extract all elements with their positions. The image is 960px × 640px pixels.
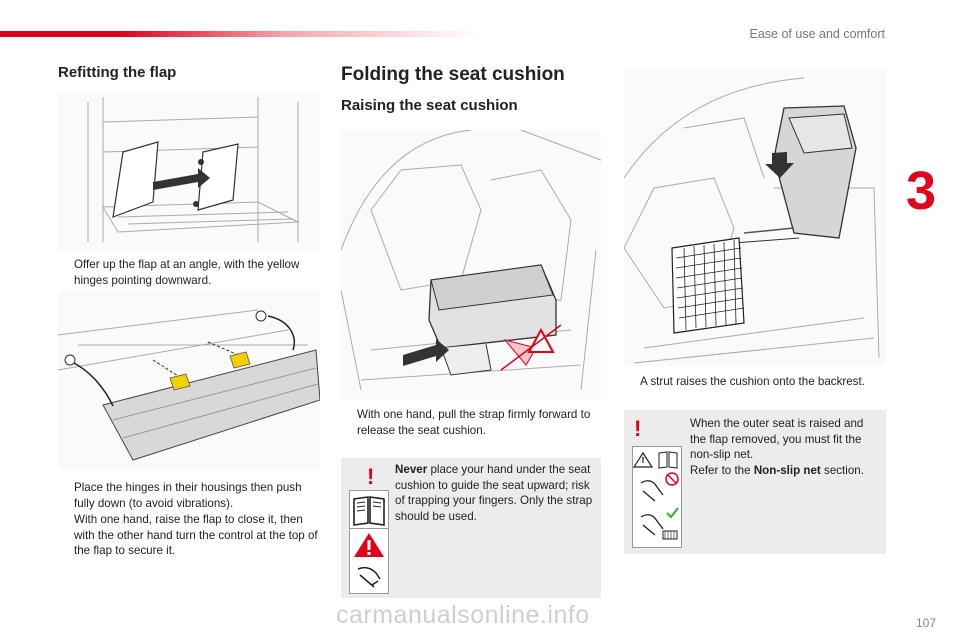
bullet-offer-flap: Offer up the flap at an angle, with the … xyxy=(58,257,320,288)
illustration-hinges xyxy=(58,290,320,470)
bullet-text: With one hand, raise the flap to close i… xyxy=(74,513,318,557)
warning-triangle-icon xyxy=(349,528,389,594)
bullet-pull-strap: With one hand, pull the strap firmly for… xyxy=(341,407,603,438)
warning-exclamation-icon: ! xyxy=(367,464,375,489)
note-ref-suffix: section. xyxy=(820,463,864,477)
warning-body: place your hand under the seat cushion t… xyxy=(395,463,593,523)
heading-folding-seat-cushion: Folding the seat cushion xyxy=(341,64,565,85)
warning-manual-icon xyxy=(632,446,682,548)
note-text: When the outer seat is raised and the fl… xyxy=(690,417,864,461)
bullet-text: A strut raises the cushion onto the back… xyxy=(640,375,865,388)
page-number: 107 xyxy=(915,616,936,630)
bullet-text: Offer up the flap at an angle, with the … xyxy=(74,258,300,287)
subheading-raising-seat-cushion: Raising the seat cushion xyxy=(341,97,518,114)
illustration-strut-raise xyxy=(624,68,886,366)
manual-book-icon xyxy=(349,490,389,530)
warning-text: Never place your hand under the seat cus… xyxy=(395,462,595,524)
bullet-place-hinges: Place the hinges in their housings then … xyxy=(58,480,320,511)
section-title: Ease of use and comfort xyxy=(749,27,886,41)
warning-box: ! Never place your hand under the seat c… xyxy=(341,458,601,598)
note-text-block: When the outer seat is raised and the fl… xyxy=(690,416,882,478)
bullet-text: With one hand, pull the strap firmly for… xyxy=(357,408,591,437)
chapter-number: 3 xyxy=(905,161,936,221)
bullet-text: Place the hinges in their housings then … xyxy=(74,481,302,510)
note-box: ! When the outer seat is raised and the … xyxy=(624,410,886,554)
illustration-flap-offer xyxy=(58,92,320,250)
bullet-strut-raises: A strut raises the cushion onto the back… xyxy=(624,374,886,390)
bullet-raise-flap: With one hand, raise the flap to close i… xyxy=(58,512,320,559)
illustration-strap-pull xyxy=(341,130,601,400)
watermark: carmanualsonline.info xyxy=(336,601,590,629)
note-exclamation-icon: ! xyxy=(634,416,642,441)
note-ref-prefix: Refer to the xyxy=(690,463,754,477)
note-ref-link: Non-slip net xyxy=(753,463,821,477)
warning-never: Never xyxy=(395,463,428,476)
heading-refitting-flap: Refitting the flap xyxy=(58,64,177,81)
note-reference: Refer to the Non-slip net section. xyxy=(690,463,882,479)
header-accent-bar xyxy=(0,31,480,37)
